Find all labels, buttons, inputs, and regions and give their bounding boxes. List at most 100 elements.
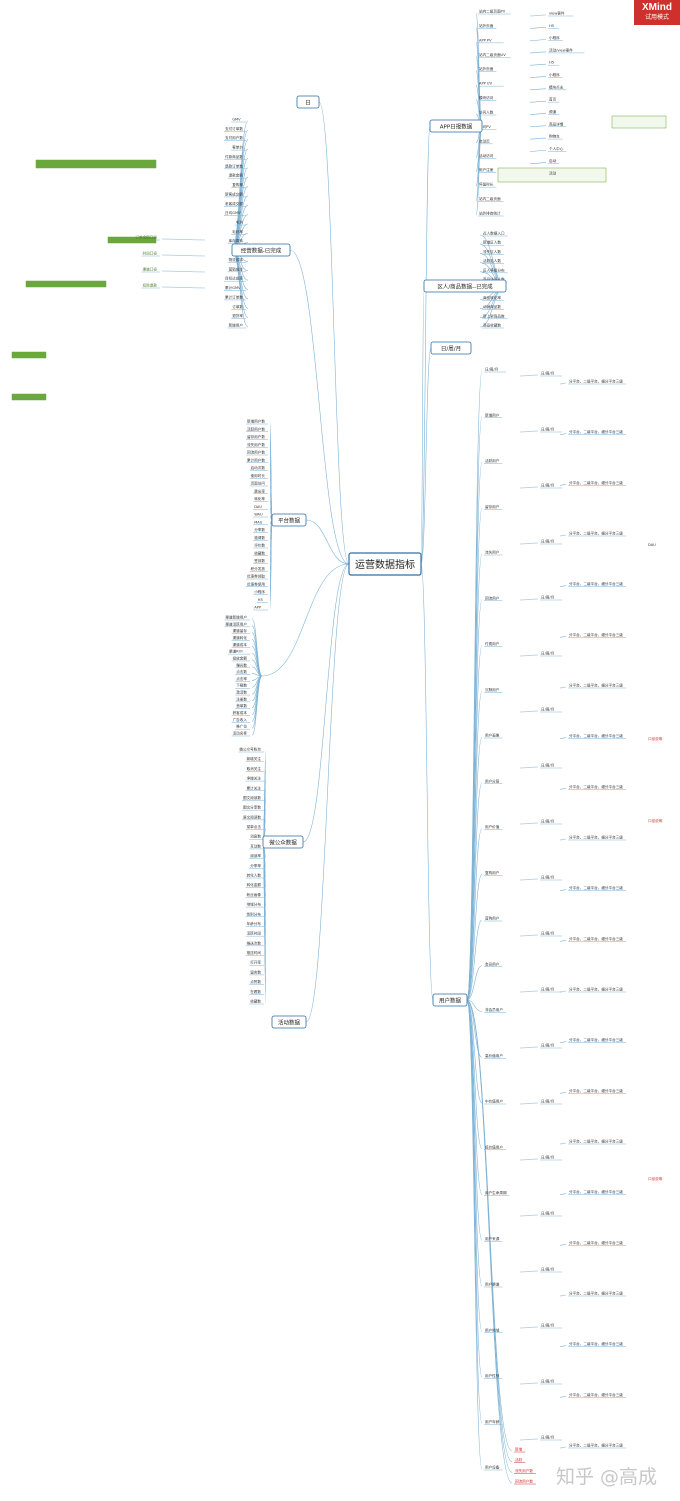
connector-app_l2-12 (529, 162, 547, 164)
annotation-note-6 (497, 167, 607, 183)
platform-l1-node-24: APP (254, 606, 262, 610)
connector-user_l3-11 (559, 940, 567, 942)
platform-l1-node-5: 累计用户数 (247, 457, 265, 462)
user-l1-node-1: 新增用户 (485, 412, 500, 417)
user-l1-node-11: 复购用户 (485, 870, 500, 875)
user-l1-node-9: 用户分层 (485, 778, 500, 783)
annotation-notes (11, 115, 667, 401)
user-l1-node-20: 用户渠道 (485, 1282, 500, 1287)
app-l1-node-3: 站内二级页面UV (479, 52, 506, 57)
annotation-note-0 (35, 159, 157, 169)
app-l2-node-9: 商品详情 (549, 121, 564, 126)
branch-ops[interactable]: 经营数据-已完成 (231, 243, 291, 257)
user-l1-node-23: 用户年龄 (485, 1419, 500, 1424)
user-l3-node-11: 分平台、二级平台、细分平台三级 (569, 936, 623, 941)
annotation-note-4 (11, 393, 47, 401)
connector-ops_notes-2 (161, 270, 206, 273)
branch-connector-wechat (302, 563, 350, 843)
app-l1-node-11: 用户注册 (479, 167, 494, 172)
user-l3-node-3: 分平台、二级平台、细分平台三级 (569, 531, 623, 536)
user-l1-node-15: 高价值用户 (485, 1053, 503, 1058)
promo-l1-node-15: 广告收入 (233, 717, 248, 722)
wechat-l1-node-24: 点赞数 (250, 979, 261, 984)
connector-user_l3-7 (559, 737, 567, 739)
connector-promo_l1-17 (251, 675, 263, 736)
user-l3-node-1: 分平台、二级平台、细分平台三级 (569, 429, 623, 434)
connector-ops_notes-0 (161, 238, 206, 241)
connector-app_l2-6 (529, 88, 547, 91)
ops-notes-node-2: 渠道口径 (143, 267, 158, 272)
app-l2-node-5: 小程序 (549, 72, 560, 77)
connector-app_l2-8 (529, 113, 547, 115)
platform-l1-node-8: 页面访问 (251, 481, 266, 486)
platform-l1-node-9: 跳出率 (254, 488, 265, 493)
user-l1-node-4: 流失用户 (485, 550, 500, 555)
connector-user_l1-13 (466, 965, 483, 1001)
branch-user[interactable]: 用户数据 (432, 993, 468, 1007)
user-l3-node-0: 分平台、二级平台、细分平台三级 (569, 379, 623, 384)
promo-l1-node-16: 推广位 (236, 724, 247, 729)
connector-user_l2-6 (519, 710, 539, 713)
connector-user_l3-19 (559, 1345, 567, 1347)
connector-user_l2-8 (519, 822, 539, 825)
app-l1-node-0: 站内二级页面PV (479, 9, 506, 14)
app-l1-node-1: 站外页面 (479, 23, 494, 28)
user-l2-node-6: 日/周/月 (541, 707, 554, 712)
branch-daily[interactable]: 日 (296, 95, 320, 109)
branch-dist[interactable]: 区人/商品数据--已完成 (423, 279, 507, 293)
branch-wechat[interactable]: 微公众数据 (262, 835, 304, 849)
connector-app_l2-2 (529, 39, 547, 41)
user-l2-node-17: 日/周/月 (541, 1323, 554, 1328)
user-l2-node-18: 日/周/月 (541, 1379, 554, 1384)
branch-connector-dist (420, 285, 425, 565)
ops-l1-node-11: 毛利 (236, 220, 244, 225)
branch-label-month: 日/周/月 (441, 346, 461, 353)
promo-l1-node-14: 获客成本 (233, 710, 248, 715)
connector-user_l3-6 (559, 686, 567, 689)
wechat-l1-node-23: 留言数 (250, 969, 261, 974)
connector-promo_l1-15 (251, 675, 263, 722)
ops-l1-node-3: 客单价 (232, 145, 243, 150)
branch-connector-platform (305, 519, 350, 565)
user-l3-node-6: 分平台、二级平台、细分平台三级 (569, 683, 623, 688)
branch-platform[interactable]: 平台数据 (271, 513, 307, 527)
app-l1-node-12: 停留时长 (479, 182, 494, 187)
connector-app_l2-5 (529, 76, 547, 78)
central-topic[interactable]: 运营数据指标 (348, 552, 422, 576)
branch-app[interactable]: APP日报数据 (429, 119, 483, 133)
wechat-l1-node-25: 在看数 (250, 989, 261, 994)
platform-l1-node-1: 活跃用户数 (247, 426, 265, 431)
branch-month[interactable]: 日/周/月 (430, 341, 472, 355)
platform-l1-node-6: 启动次数 (251, 465, 266, 470)
platform-l1-node-23: H5 (258, 598, 263, 602)
wechat-l1-node-11: 阅读率 (250, 853, 261, 858)
dist-l1-node-1: 新增区人数 (483, 240, 501, 245)
ops-l1-node-22: 新增用户 (229, 323, 244, 328)
app-l2-node-12: 启动 (549, 158, 557, 163)
app-l1-node-14: 站外排查统计 (479, 211, 501, 216)
ops-l1-node-4: 付款商品数 (225, 154, 243, 159)
red-l1-node-3: 回流用户数 (515, 1479, 533, 1484)
user-l2-node-14: 日/周/月 (541, 1155, 554, 1160)
user-l2-node-9: 日/周/月 (541, 875, 554, 880)
user-l1-node-13: 会员用户 (485, 961, 500, 966)
ops-l1-node-1: 支付订单数 (225, 126, 243, 131)
connector-user_l2-1 (519, 430, 539, 433)
promo-l1-node-0: 渠道新增用户 (225, 615, 247, 620)
app-l1-node-10: 活动访问 (479, 153, 494, 158)
user-l3-node-14: 分平台、二级平台、细分平台三级 (569, 1088, 623, 1093)
user-l1-node-24: 用户设备 (485, 1465, 500, 1470)
branch-activity[interactable]: 活动数据 (271, 1015, 307, 1029)
branch-connector-promo (261, 563, 350, 677)
connector-user_l3-4 (559, 585, 567, 587)
wechat-l1-node-10: 互动数 (250, 843, 261, 848)
connector-user_l1-14 (466, 999, 483, 1012)
user-l2-node-7: 日/周/月 (541, 763, 554, 768)
user-l1-node-8: 用户画像 (485, 733, 500, 738)
wechat-l1-node-22: 打开率 (250, 960, 261, 965)
connector-user_l3-12 (559, 990, 567, 993)
wechat-l1-node-3: 净增关注 (247, 776, 262, 781)
user-l1-node-7: 沉默用户 (485, 687, 500, 692)
user-l3-node-9: 分平台、二级平台、细分平台三级 (569, 835, 623, 840)
connector-user_l3-21 (559, 1446, 567, 1449)
